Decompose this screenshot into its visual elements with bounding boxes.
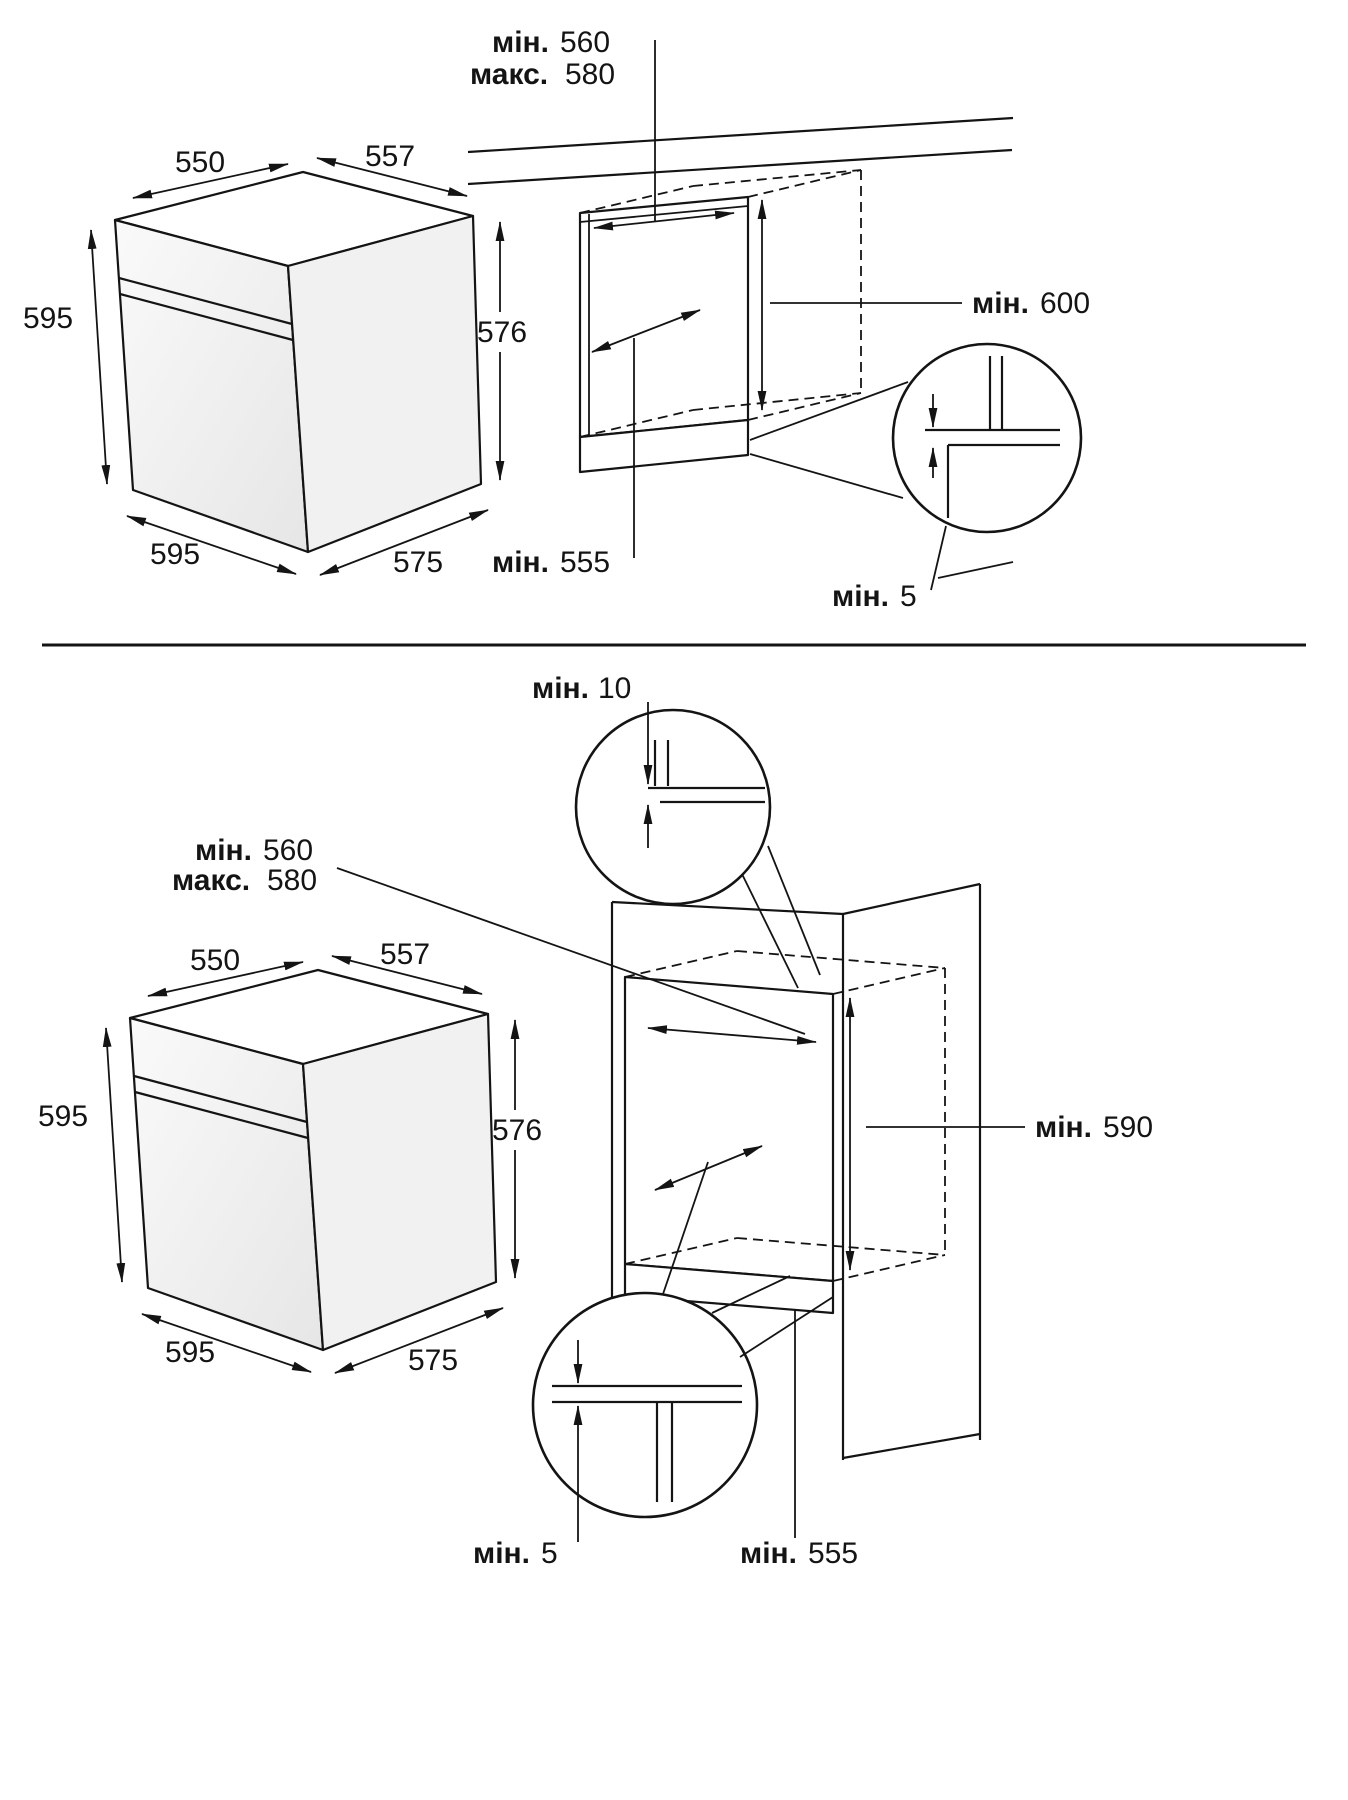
top-niche-labels: мін. 560 макс. 580 мін. 600 мін. 555 мін… xyxy=(470,26,1090,613)
detail-wedge-line-1 xyxy=(749,381,909,441)
oven-side-face xyxy=(301,1012,498,1352)
top-niche-drawing xyxy=(467,40,1014,591)
niche-width-arrow xyxy=(593,210,735,231)
min-height-word: мін. xyxy=(972,287,1029,320)
min-width-word: мін. xyxy=(195,834,252,867)
niche-front-opening xyxy=(578,195,750,439)
detail-wedge-line-1 xyxy=(711,1275,791,1314)
dim-arrow-575 xyxy=(319,509,489,576)
dim-arrow-595-front xyxy=(87,229,111,485)
dim-595-front-label: 595 xyxy=(23,302,73,335)
min-gap-value: 5 xyxy=(541,1537,558,1570)
min-gap-value: 5 xyxy=(900,580,917,613)
leader-min-gap xyxy=(930,525,947,591)
bottom-top-gap-detail-circle xyxy=(574,702,821,989)
max-width-word: макс. xyxy=(172,864,250,897)
min-width-word: мін. xyxy=(492,26,549,59)
bottom-diagram: 550 557 595 576 595 575 xyxy=(38,672,1153,1570)
oven-front-door xyxy=(128,1016,325,1352)
detail-circle xyxy=(891,342,1083,534)
dim-arrow-595-width xyxy=(126,515,297,575)
min-depth-word: мін. xyxy=(740,1537,797,1570)
dim-575-label: 575 xyxy=(408,1344,458,1377)
max-width-word: макс. xyxy=(470,58,548,91)
detail-circle xyxy=(531,1291,759,1519)
oven-front-door xyxy=(113,218,310,554)
bottom-oven-dimension-labels: 550 557 595 576 595 575 xyxy=(38,938,542,1377)
dim-arrow-595-width xyxy=(141,1313,312,1373)
detail-wedge-line-2 xyxy=(749,453,904,499)
countertop-line-upper xyxy=(467,116,1014,154)
dim-595-front-label: 595 xyxy=(38,1100,88,1133)
top-niche-hidden-lines xyxy=(579,169,862,438)
min-height-value: 600 xyxy=(1040,287,1090,320)
niche-depth-arrow xyxy=(591,309,701,353)
dim-arrow-557 xyxy=(316,157,468,197)
niche-width-arrow xyxy=(647,1025,817,1045)
detail-circle xyxy=(574,708,772,906)
niche-plinth xyxy=(578,418,750,474)
countertop-line-lower xyxy=(467,148,1013,186)
dim-575-label: 575 xyxy=(393,546,443,579)
min-depth-value: 555 xyxy=(560,546,610,579)
min-depth-word: мін. xyxy=(492,546,549,579)
niche-front-opening xyxy=(623,975,835,1283)
bottom-oven-dimension-lines xyxy=(102,955,520,1374)
dim-arrow-550 xyxy=(147,961,304,997)
max-width-value: 580 xyxy=(267,864,317,897)
dim-550-label: 550 xyxy=(190,944,240,977)
oven-handle-line xyxy=(134,1090,309,1140)
dim-arrow-550 xyxy=(132,163,289,199)
dim-595-width-label: 595 xyxy=(150,538,200,571)
niche-plinth xyxy=(623,1262,835,1315)
bottom-gap-detail-circle xyxy=(531,1275,834,1542)
min-top-gap-value: 10 xyxy=(598,672,631,705)
top-oven-dimension-labels: 550 557 595 576 595 575 xyxy=(23,140,527,579)
dim-557-label: 557 xyxy=(380,938,430,971)
dim-arrow-575 xyxy=(334,1307,504,1374)
dim-576-label: 576 xyxy=(477,316,527,349)
min-gap-word: мін. xyxy=(473,1537,530,1570)
min-width-value: 560 xyxy=(263,834,313,867)
detail-wedge-line-1 xyxy=(741,873,799,989)
dim-arrow-557 xyxy=(331,955,483,995)
top-oven-dimension-lines xyxy=(87,157,505,576)
dim-595-width-label: 595 xyxy=(165,1336,215,1369)
oven-side-face xyxy=(286,214,483,554)
top-oven-drawing xyxy=(113,170,483,554)
min-width-value: 560 xyxy=(560,26,610,59)
top-diagram: 550 557 595 576 595 575 xyxy=(23,26,1090,613)
leader-depth-to-detail xyxy=(661,1161,709,1298)
max-width-value: 580 xyxy=(565,58,615,91)
oven-handle-line xyxy=(119,292,294,342)
dim-576-label: 576 xyxy=(492,1114,542,1147)
min-gap-word: мін. xyxy=(832,580,889,613)
bottom-niche-labels: мін. 10 мін. 560 макс. 580 мін. 590 мін.… xyxy=(172,672,1153,1570)
detail-wedge-line-2 xyxy=(767,845,821,976)
niche-depth-arrow xyxy=(654,1145,763,1191)
dim-550-label: 550 xyxy=(175,146,225,179)
leader-min-width xyxy=(336,867,806,1035)
dim-557-label: 557 xyxy=(365,140,415,173)
cabinet-outline xyxy=(610,882,982,1460)
min-top-gap-word: мін. xyxy=(532,672,589,705)
bottom-niche-hidden-lines xyxy=(624,950,946,1282)
bottom-oven-drawing xyxy=(128,968,498,1352)
min-height-word: мін. xyxy=(1035,1111,1092,1144)
dim-arrow-595-front xyxy=(102,1027,126,1283)
bottom-niche-drawing xyxy=(336,867,1025,1538)
oven-control-panel-line xyxy=(118,276,293,326)
detail-wedge-line-2 xyxy=(739,1296,834,1358)
floor-line xyxy=(937,561,1014,579)
min-depth-value: 555 xyxy=(808,1537,858,1570)
oven-control-panel-line xyxy=(133,1074,308,1124)
top-gap-detail-circle xyxy=(891,342,1083,534)
min-height-value: 590 xyxy=(1103,1111,1153,1144)
